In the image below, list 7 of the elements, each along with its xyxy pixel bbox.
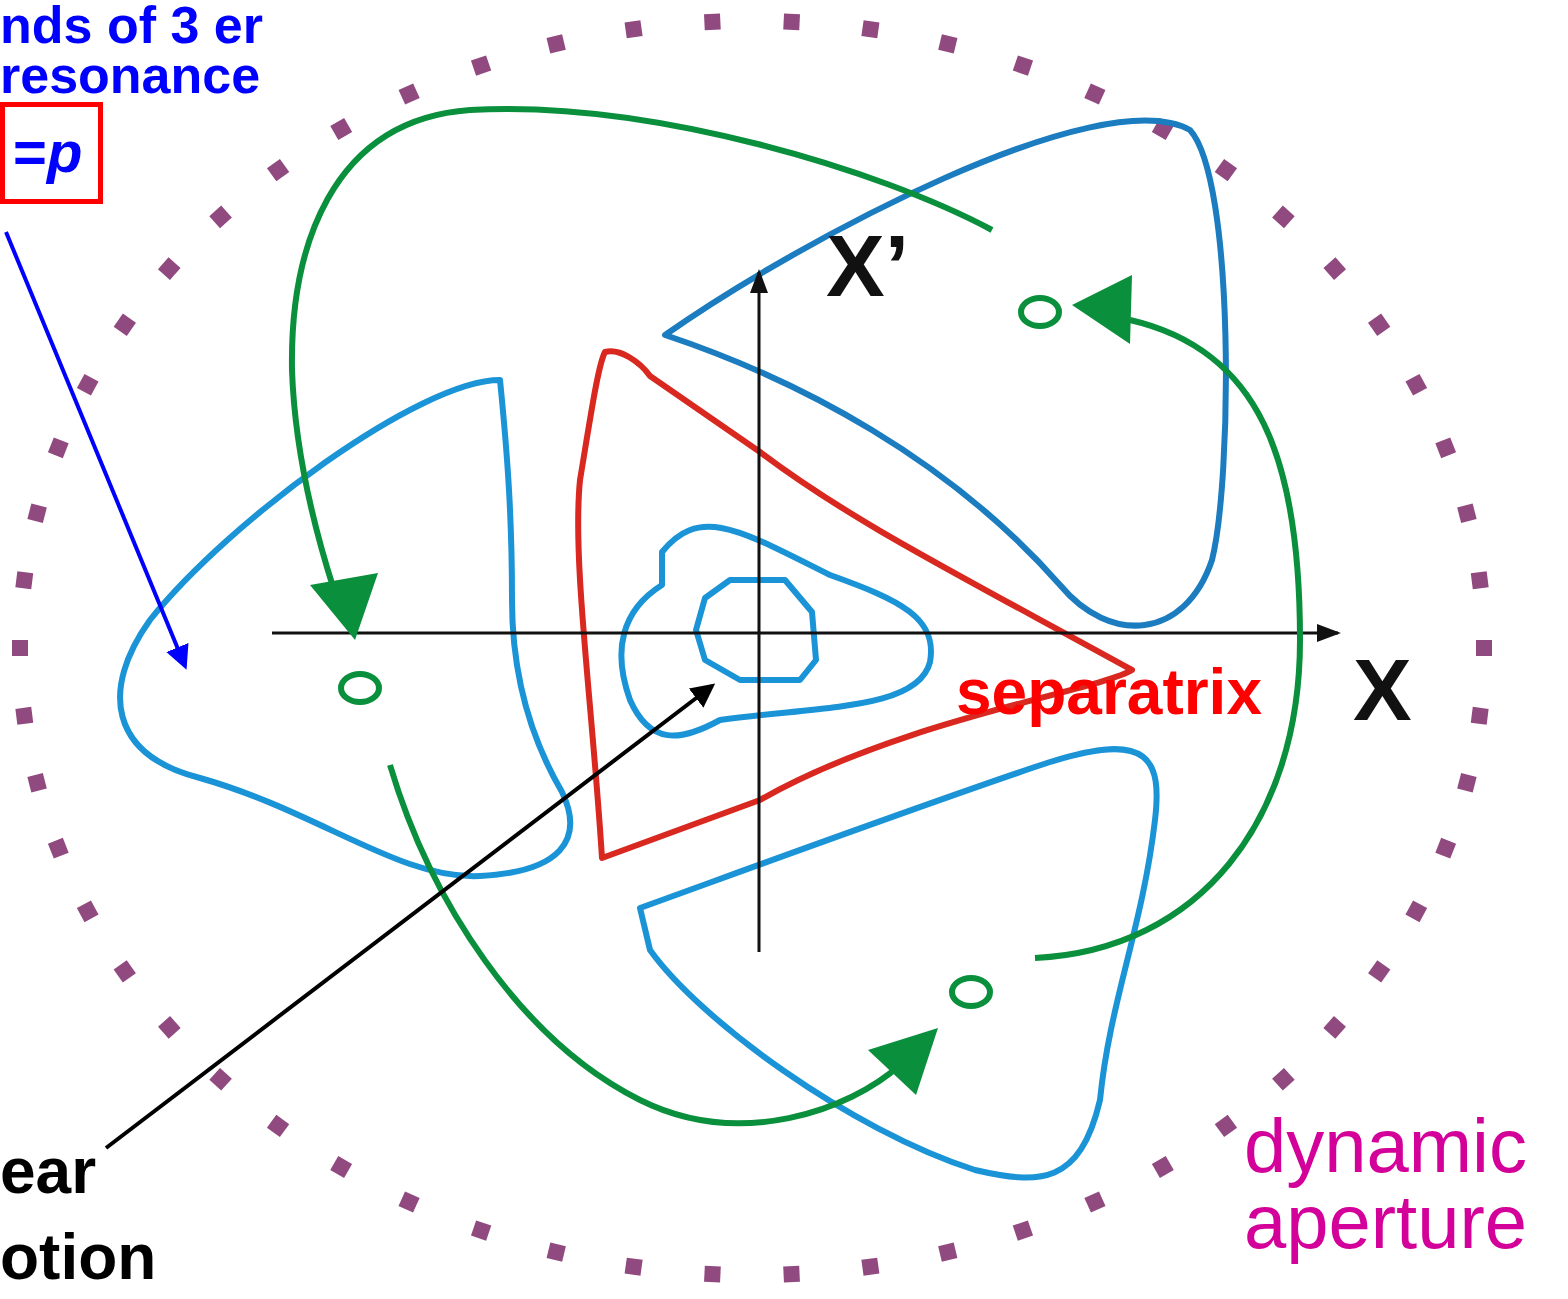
leader-label: ear otion [0,1134,158,1295]
axis-label: X’ [826,222,910,310]
equation-box: =p [0,102,104,204]
axis-label: X [1353,646,1412,734]
leader-arrow [104,683,716,1150]
resonance-heading: nds of 3 er resonance [0,0,264,100]
leader-arrow [4,231,189,670]
